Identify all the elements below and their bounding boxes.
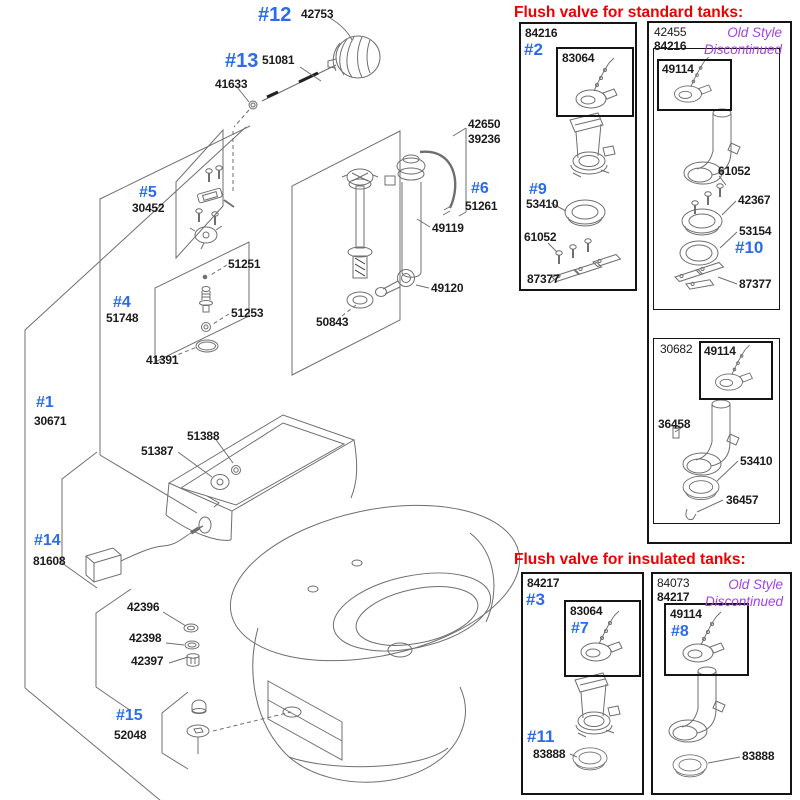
insulated-old-flapper-model: 49114 [670,607,702,621]
supply-valve [341,168,379,309]
insulated-new-ref: #3 [526,590,545,609]
callout-42398: 42398 [129,631,162,645]
callout-ref-4: #4 [113,294,131,311]
callout-ref-6: #6 [471,180,489,197]
old-style-text: Old Style [727,25,782,40]
standard-new-box-art [547,57,621,284]
bolt-cap-parts [186,699,210,754]
callout-ref-14: #14 [34,532,61,549]
standard-tanks-header: Flush valve for standard tanks: [514,4,744,21]
callout-52048: 52048 [114,728,147,742]
standard-new-61052: 61052 [524,230,557,244]
standard-new-ref-9: #9 [529,181,547,198]
standard-new-87377: 87377 [527,272,560,286]
callout-ref-12: #12 [258,4,292,26]
standard-old-status: Old Style Discontinued [686,24,782,58]
callout-41633: 41633 [215,77,248,91]
standard-new-flapper-model: 83064 [562,51,595,65]
callout-51387: 51387 [141,444,174,458]
discontinued-text: Discontinued [704,594,783,609]
float-rod [248,64,337,110]
callout-42397: 42397 [131,654,164,668]
callout-ref-15: #15 [116,707,143,724]
insulated-new-model: 84217 [527,576,560,590]
callout-30671: 30671 [34,414,67,428]
callout-ref-5: #5 [139,184,157,201]
callout-51253: 51253 [231,306,264,320]
callout-49120: 49120 [431,281,464,295]
callout-42650: 42650 [468,117,501,131]
insulated-new-flapper-ref: #7 [571,620,589,637]
callout-49119: 49119 [432,221,464,235]
standard-lower-36457: 36457 [726,493,759,507]
insulated-old-flapper-ref: #8 [671,623,689,640]
exploded-panel-lines [24,125,401,800]
standard-old-53154: 53154 [739,224,772,238]
insulated-new-83888: 83888 [533,747,566,761]
callout-42753: 42753 [301,7,334,21]
standard-old-42367: 42367 [738,193,771,207]
flush-actuator [85,525,204,583]
standard-old-61052: 61052 [718,164,751,178]
callout-51081: 51081 [262,53,295,67]
callout-42396: 42396 [127,600,160,614]
insulated-old-83888: 83888 [742,749,775,763]
callout-ref-13: #13 [225,50,259,72]
callout-39236: 39236 [468,132,501,146]
standard-old-upper-art [674,56,741,293]
callout-30452: 30452 [132,201,165,215]
callout-51251: 51251 [228,257,261,271]
callout-50843: 50843 [316,315,349,329]
toilet-body [165,414,521,783]
standard-new-model: 84216 [525,26,558,40]
insulated-new-ref-11: #11 [527,727,555,746]
dashed-leader-lines [171,109,357,732]
standard-lower-53410: 53410 [740,454,773,468]
insulated-old-status: Old Style Discontinued [684,576,783,610]
insulated-new-flapper-model: 83064 [570,604,603,618]
callout-51388: 51388 [187,429,220,443]
insulated-old-model-1: 84073 [657,576,690,590]
fill-valve [375,127,467,297]
insulated-old-model-2: 84217 [657,590,690,604]
tank-valve-parts [195,274,219,353]
trip-lever-parts [189,164,235,250]
callout-ref-1: #1 [36,394,54,411]
standard-old-model-2: 84216 [654,39,687,53]
standard-lower-flapper-model: 49114 [704,344,736,358]
old-style-text: Old Style [728,577,783,592]
standard-old-model-1: 42455 [654,25,687,39]
callout-81608: 81608 [33,554,66,568]
callout-51261: 51261 [465,199,498,213]
standard-new-53410: 53410 [526,197,559,211]
float-ball [327,35,381,79]
standard-new-ref: #2 [524,40,543,59]
standard-old-flapper-model: 49114 [662,62,694,76]
insulated-new-box-art [569,610,623,771]
insulated-old-box-art [668,611,741,778]
standard-lower-36458: 36458 [658,417,691,431]
standard-lower-model: 30682 [660,342,693,356]
standard-old-lower-art [672,344,753,520]
discontinued-text: Discontinued [703,42,782,57]
standard-old-87377: 87377 [739,277,772,291]
leader-lines [162,17,431,664]
standard-old-ref-10: #10 [735,238,764,257]
bolt-stack-parts [183,623,200,667]
callout-41391: 41391 [146,353,179,367]
callout-51748: 51748 [106,311,139,325]
insulated-tanks-header: Flush valve for insulated tanks: [514,551,746,568]
